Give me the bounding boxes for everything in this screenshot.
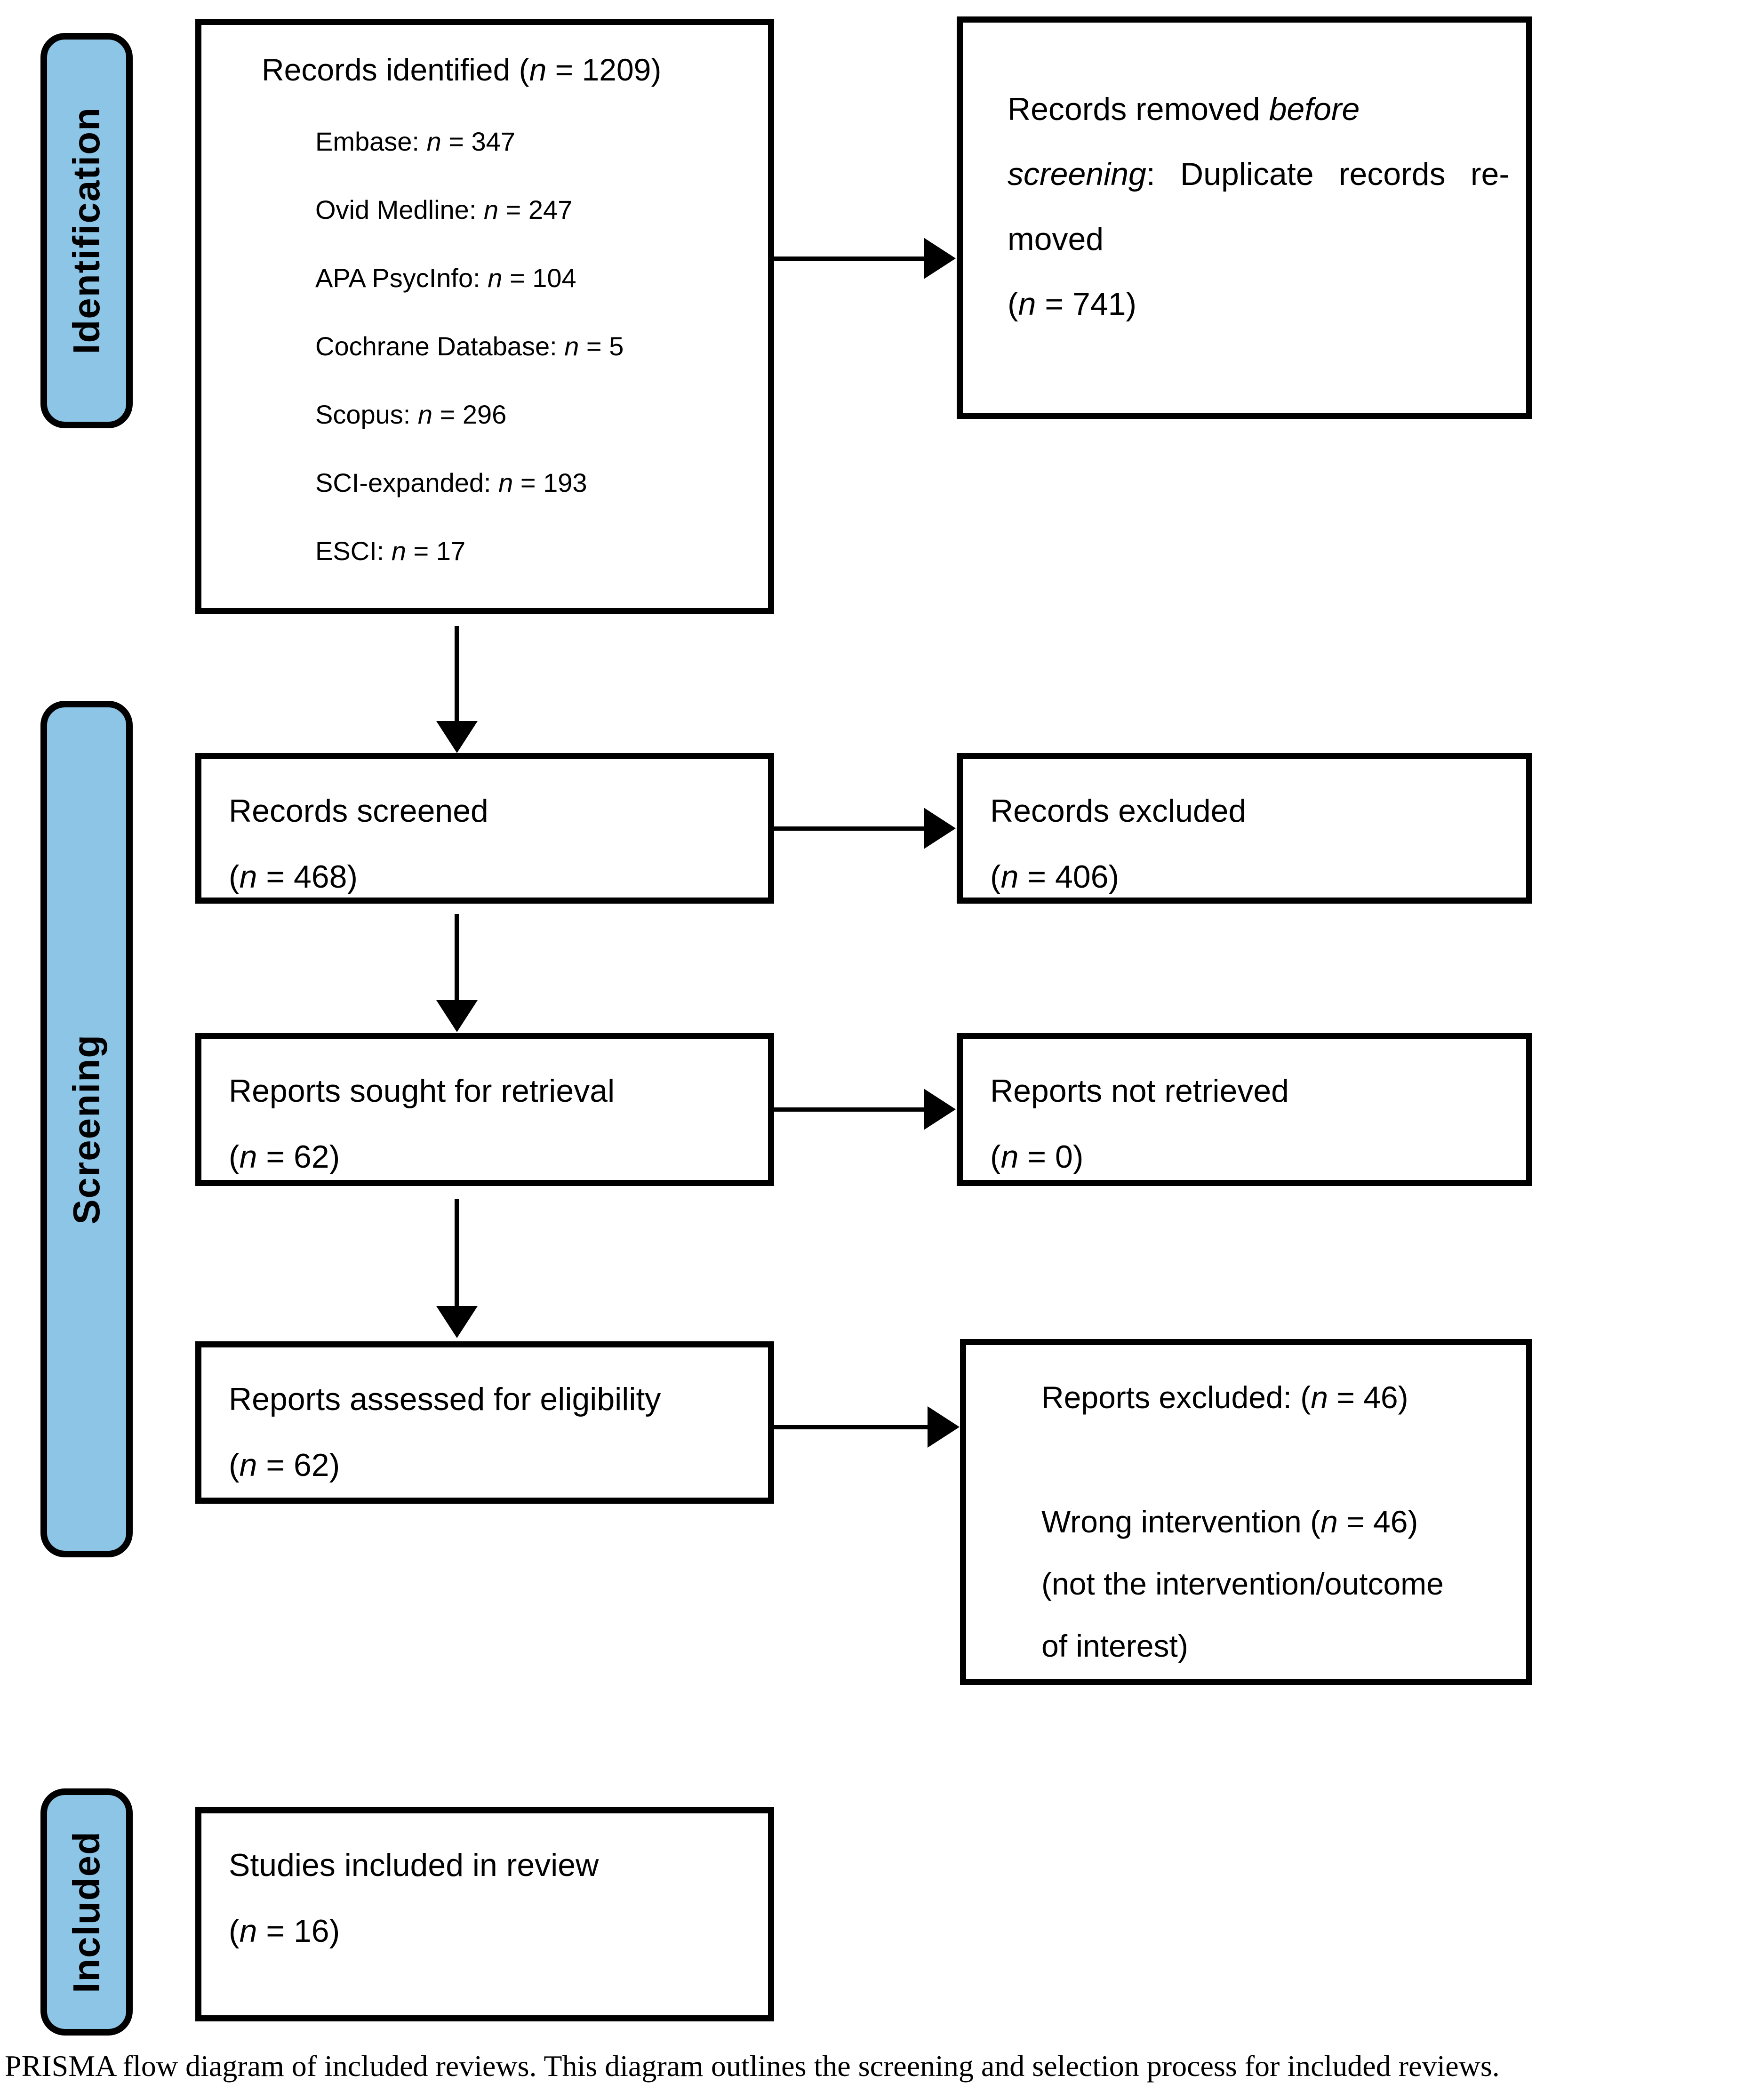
arrow-screened-to-sought-line	[455, 914, 459, 1001]
records-excluded-count: (n = 406)	[990, 859, 1120, 895]
records-excluded-box: Records excluded (n = 406)	[957, 753, 1532, 904]
arrow-assessed-to-reports-excluded-head	[928, 1406, 960, 1448]
records-removed-line3: moved	[1008, 221, 1104, 257]
reports-not-retrieved-box: Reports not retrieved (n = 0)	[957, 1033, 1532, 1186]
arrow-identified-to-removed-head	[924, 238, 956, 279]
records-screened-box: Records screened (n = 468)	[195, 753, 774, 904]
wrong-intervention-line: Wrong intervention (n = 46)	[1041, 1504, 1418, 1539]
database-list: Embase: n = 347 Ovid Medline: n = 247 AP…	[315, 107, 760, 585]
arrow-screened-to-excluded-line	[774, 826, 926, 831]
database-item-embase: Embase: n = 347	[315, 127, 515, 156]
database-item-scopus: Scopus: n = 296	[315, 400, 507, 429]
reports-sought-box: Reports sought for retrieval (n = 62)	[195, 1033, 774, 1186]
arrow-identified-to-screened-line	[455, 626, 459, 722]
database-item-esci: ESCI: n = 17	[315, 536, 466, 566]
records-removed-line2: screening: Duplicate records re-	[1008, 156, 1510, 192]
spacer	[1041, 1428, 1518, 1491]
arrow-identified-to-removed-line	[774, 256, 926, 261]
database-item-sci-expanded: SCI-expanded: n = 193	[315, 468, 587, 497]
database-item-cochrane: Cochrane Database: n = 5	[315, 331, 624, 361]
reports-excluded-box: Reports excluded: (n = 46) Wrong interve…	[960, 1339, 1532, 1685]
reports-sought-count: (n = 62)	[229, 1139, 340, 1175]
stage-bar-identification: Identification	[40, 33, 133, 428]
arrow-sought-to-assessed-line	[455, 1199, 459, 1307]
reports-not-retrieved-count: (n = 0)	[990, 1139, 1084, 1175]
arrow-assessed-to-reports-excluded-line	[774, 1425, 929, 1429]
arrow-sought-to-assessed-head	[436, 1306, 478, 1338]
studies-included-box: Studies included in review (n = 16)	[195, 1807, 774, 2021]
arrow-identified-to-screened-head	[436, 721, 478, 753]
reports-assessed-count: (n = 62)	[229, 1447, 340, 1483]
records-removed-box: Records removed before screening: Duplic…	[957, 16, 1532, 419]
records-removed-count: (n = 741)	[1008, 286, 1137, 322]
database-item-apa-psycinfo: APA PsycInfo: n = 104	[315, 263, 576, 293]
reports-not-retrieved-label: Reports not retrieved	[990, 1073, 1289, 1109]
arrow-sought-to-not-retrieved-line	[774, 1107, 926, 1112]
wrong-intervention-note-line2: of interest)	[1041, 1628, 1188, 1663]
stage-bar-screening: Screening	[40, 701, 133, 1557]
reports-sought-label: Reports sought for retrieval	[229, 1073, 615, 1109]
wrong-intervention-note-line1: (not the intervention/outcome	[1041, 1566, 1444, 1601]
figure-caption: PRISMA flow diagram of included reviews.…	[5, 2049, 1500, 2083]
stage-bar-included: Included	[40, 1788, 133, 2036]
reports-excluded-header: Reports excluded: (n = 46)	[1041, 1380, 1408, 1415]
records-screened-label: Records screened	[229, 793, 488, 829]
reports-assessed-label: Reports assessed for eligibility	[229, 1381, 661, 1417]
studies-included-label: Studies included in review	[229, 1847, 599, 1883]
arrow-screened-to-excluded-head	[924, 808, 956, 849]
database-item-ovid-medline: Ovid Medline: n = 247	[315, 195, 573, 224]
records-removed-line1: Records removed before	[1008, 91, 1360, 127]
records-screened-count: (n = 468)	[229, 859, 358, 895]
records-excluded-label: Records excluded	[990, 793, 1247, 829]
reports-assessed-box: Reports assessed for eligibility (n = 62…	[195, 1341, 774, 1504]
records-identified-title: Records identified (n = 1209)	[262, 52, 662, 87]
records-identified-box: Records identified (n = 1209) Embase: n …	[195, 19, 774, 614]
arrow-sought-to-not-retrieved-head	[924, 1089, 956, 1130]
stage-label-included: Included	[65, 1831, 107, 1993]
studies-included-count: (n = 16)	[229, 1913, 340, 1949]
arrow-screened-to-sought-head	[436, 1000, 478, 1032]
stage-label-identification: Identification	[65, 107, 107, 354]
stage-label-screening: Screening	[65, 1034, 107, 1225]
